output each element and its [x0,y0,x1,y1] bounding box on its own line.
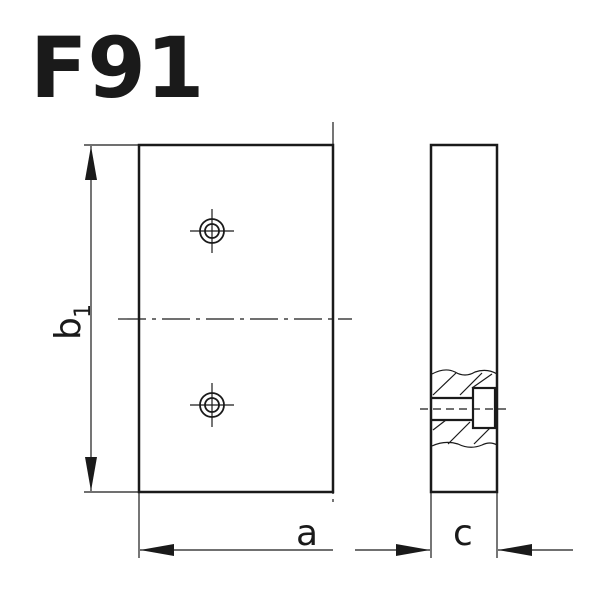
thickness-label: c [453,513,473,554]
height-dimension [84,144,139,493]
mounting-hole-bottom [190,383,234,427]
thickness-dimension [355,492,573,558]
section-hatching [431,369,498,448]
bolt-section [432,386,497,430]
height-label: b [48,317,89,340]
side-view-outline [429,143,499,494]
height-label-subscript: 1 [71,304,96,318]
width-dimension [138,492,333,558]
width-label: a [296,513,318,554]
mounting-hole-top [190,209,234,253]
part-title: F91 [30,19,204,117]
